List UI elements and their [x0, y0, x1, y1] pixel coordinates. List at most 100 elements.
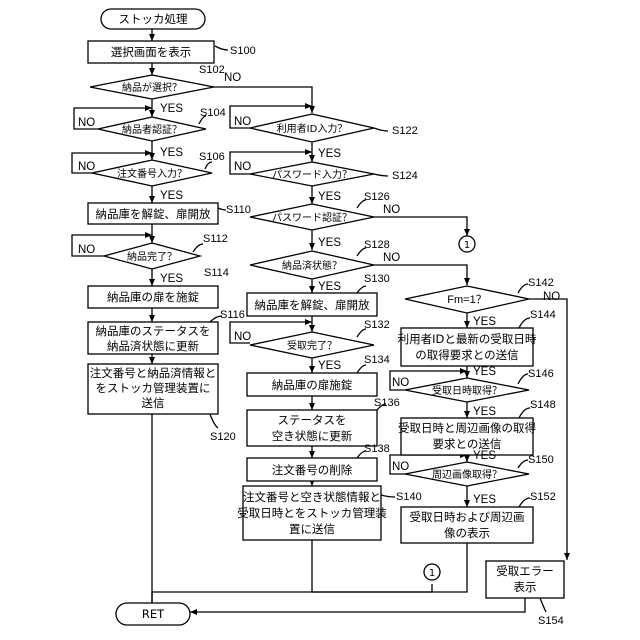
- start-terminal: ストッカ処理: [101, 9, 205, 29]
- step-s140-line-1: 注文番号と空き状態情報と: [243, 490, 381, 504]
- decision-s122: 利用者ID入力？: [250, 114, 374, 142]
- decision-s112: 納品完了？: [104, 243, 200, 269]
- step-s120-line-1: 注文番号と納品済情報と: [90, 366, 217, 380]
- yes-label-s106: YES: [160, 190, 183, 202]
- step-s148: 受取日時と周辺画像の取得 要求との送信: [398, 418, 536, 455]
- decision-s150-text: 周辺画像取得？: [432, 469, 502, 481]
- label-s126: S126: [364, 191, 390, 203]
- decision-s106: 注文番号入力？: [92, 160, 212, 186]
- label-s124: S124: [392, 170, 418, 182]
- step-s110: 納品庫を解錠、扉開放: [88, 203, 218, 224]
- yes-label-s126: YES: [318, 237, 341, 249]
- yes-label-s132: YES: [318, 360, 341, 372]
- end-terminal-label: RET: [142, 607, 165, 621]
- decision-s126: パスワード認証？: [250, 204, 374, 230]
- decision-s104-text: 納品者認証？: [122, 123, 182, 136]
- step-s130-text: 納品庫を解錠、扉開放: [255, 298, 370, 312]
- decision-s142-text: Fm=1？: [447, 294, 486, 306]
- label-s134: S134: [364, 354, 390, 366]
- label-s136: S136: [374, 397, 400, 409]
- step-s120-line-2: をストッカ管理装置に: [96, 381, 211, 395]
- step-s154: 受取エラー 表示: [486, 561, 564, 598]
- step-s140: 注文番号と空き状態情報と 受取日時とをストッカ管理装 置に送信: [237, 486, 387, 540]
- step-s148-line-2: 要求との送信: [433, 437, 502, 451]
- decision-s126-text: パスワード認証？: [272, 211, 352, 224]
- step-s152: 受取日時および周辺画 像の表示: [401, 507, 533, 543]
- decision-s104: 納品者認証？: [98, 117, 206, 141]
- end-terminal: RET: [116, 603, 190, 625]
- label-s104: S104: [200, 107, 226, 119]
- decision-s146-text: 受取日時取得？: [432, 385, 502, 397]
- label-s112: S112: [203, 233, 228, 245]
- decision-s150: 周辺画像取得？: [405, 462, 529, 486]
- decision-s146: 受取日時取得？: [405, 378, 529, 402]
- label-s140: S140: [396, 491, 422, 503]
- no-label-s126: NO: [383, 204, 400, 216]
- decision-s124-text: パスワード入力？: [272, 168, 352, 181]
- decision-s142: Fm=1？: [405, 286, 529, 313]
- connector-top-label: 1: [464, 240, 470, 251]
- decision-s128-text: 納品済状態？: [282, 259, 342, 272]
- step-s116-line-1: 納品庫のステータスを: [96, 324, 211, 338]
- yes-label-s150-top: YES: [473, 450, 496, 462]
- label-s138: S138: [364, 443, 390, 455]
- step-s140-line-2: 受取日時とをストッカ管理装: [237, 506, 387, 520]
- start-terminal-label: ストッカ処理: [119, 12, 188, 26]
- label-s110: S110: [226, 204, 251, 216]
- yes-label-s104: YES: [160, 147, 183, 159]
- step-s136-line-2: 空き状態に更新: [272, 429, 353, 443]
- step-s138-text: 注文番号の削除: [272, 463, 353, 477]
- step-s152-line-2: 像の表示: [444, 526, 490, 540]
- step-s136: ステータスを 空き状態に更新: [247, 410, 377, 446]
- connector-bottom-label: 1: [429, 568, 435, 579]
- no-label-s106: NO: [78, 161, 95, 173]
- step-s114: 納品庫の扉を施錠: [88, 286, 218, 308]
- step-s116-line-2: 納品済状態に更新: [107, 339, 199, 353]
- no-label-s122: NO: [234, 116, 251, 128]
- yes-label-s112: YES: [160, 273, 183, 285]
- decision-s112-text: 納品完了？: [127, 250, 177, 263]
- decision-s132-text: 受取完了？: [287, 339, 337, 352]
- yes-label-s122: YES: [318, 148, 341, 160]
- step-s116: 納品庫のステータスを 納品済状態に更新: [88, 322, 218, 354]
- label-s116: S116: [220, 309, 245, 321]
- step-s110-text: 納品庫を解錠、扉開放: [96, 207, 211, 221]
- step-s144: 利用者IDと最新の受取日時 の取得要求との送信: [398, 328, 537, 366]
- decision-s106-text: 注文番号入力？: [117, 167, 187, 180]
- no-label-s104: NO: [78, 117, 95, 129]
- yes-label-s102: YES: [160, 103, 183, 115]
- label-s100: S100: [230, 45, 256, 57]
- yes-label-s146-top: YES: [473, 366, 496, 378]
- no-label-s124: NO: [234, 161, 251, 173]
- label-s144: S144: [530, 309, 556, 321]
- label-s148: S148: [530, 399, 556, 411]
- yes-label-s146: YES: [473, 406, 496, 418]
- step-s120-line-3: 送信: [142, 396, 165, 410]
- step-s140-line-3: 置に送信: [289, 522, 335, 536]
- label-s114: S114: [204, 267, 229, 279]
- no-label-s142: NO: [543, 291, 560, 303]
- label-s146: S146: [528, 368, 554, 380]
- decision-s132: 受取完了？: [250, 332, 374, 358]
- step-s148-line-1: 受取日時と周辺画像の取得: [398, 421, 536, 435]
- no-label-s132: NO: [234, 331, 251, 343]
- yes-label-s142: YES: [473, 316, 496, 328]
- decision-s124: パスワード入力？: [250, 162, 374, 186]
- step-s152-line-1: 受取日時および周辺画: [410, 510, 525, 524]
- label-s142: S142: [528, 277, 554, 289]
- connector-bottom: 1: [424, 564, 440, 580]
- label-s132: S132: [364, 319, 390, 331]
- label-s106: S106: [199, 151, 225, 163]
- yes-label-s124: YES: [318, 191, 341, 203]
- step-s134-text: 納品庫の扉施錠: [272, 378, 353, 392]
- step-s136-line-1: ステータスを: [278, 413, 347, 427]
- step-s138: 注文番号の削除: [247, 458, 377, 481]
- label-s154: S154: [538, 615, 564, 627]
- step-s144-line-2: の取得要求との送信: [415, 348, 518, 362]
- no-label-s146: NO: [392, 377, 409, 389]
- label-s120: S120: [210, 431, 236, 443]
- no-label-s150: NO: [392, 461, 409, 473]
- step-s154-line-1: 受取エラー: [496, 564, 554, 578]
- label-s130: S130: [364, 273, 390, 285]
- step-s114-text: 納品庫の扉を施錠: [107, 290, 199, 304]
